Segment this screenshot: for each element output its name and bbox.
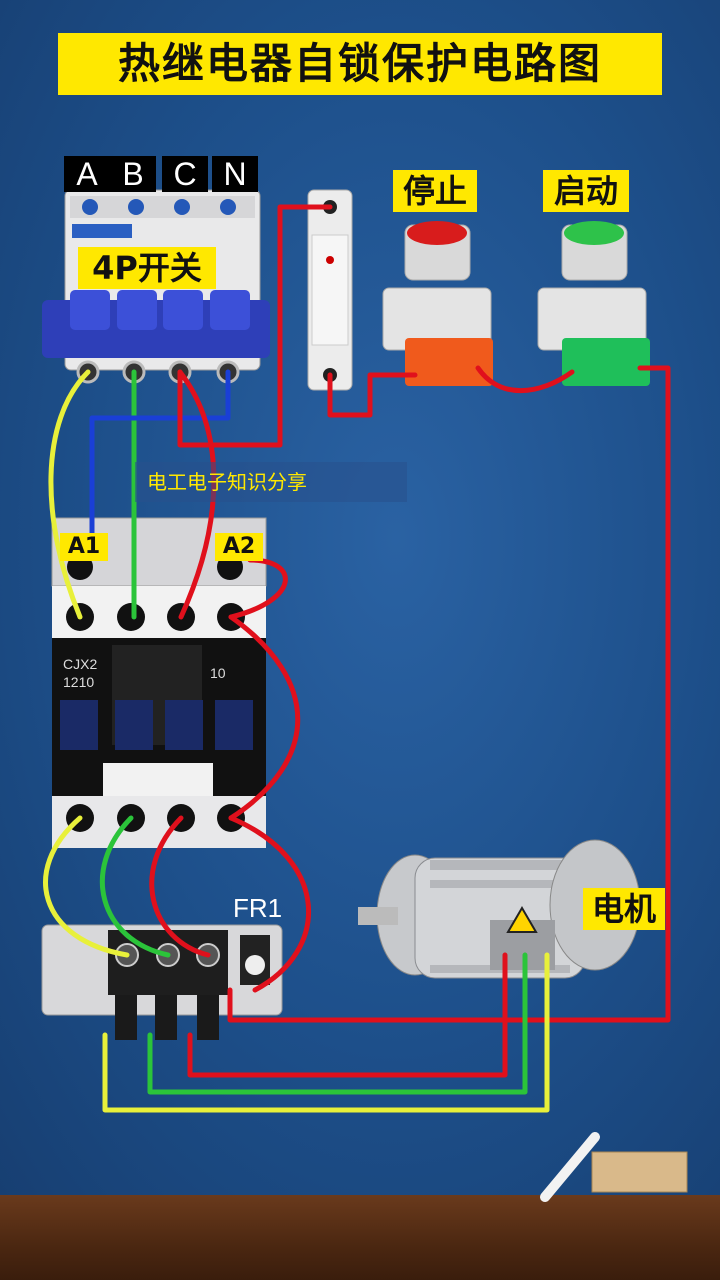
wire-n-blue [89, 369, 231, 548]
coil-a2-label: A2 [215, 533, 263, 561]
contactor-model-name: CJX2 [63, 656, 98, 672]
motor-wire-yellow [102, 952, 550, 1113]
aux-contact-label: 10 [210, 665, 226, 681]
thermal-relay-fr1 [41, 924, 283, 1040]
stop-button [382, 221, 493, 386]
phase-label-c: C [162, 156, 208, 192]
motor-wire-green [147, 952, 528, 1095]
phase-label-a: A [64, 156, 110, 192]
wire-a-yellow [48, 369, 91, 620]
wire-14-relay [228, 815, 312, 993]
motor-wire-red [187, 952, 508, 1078]
wire-a2-13 [228, 557, 288, 620]
wire-13-14 [228, 614, 301, 821]
motor-label: 电机 [583, 888, 665, 930]
watermark-text: 电工电子知识分享 [135, 462, 407, 502]
coil-a1-label: A1 [60, 533, 108, 561]
wire-start-relay [227, 365, 671, 1023]
contactor-model-code: 1210 [63, 674, 95, 690]
start-button [537, 221, 650, 386]
fuse-holder [307, 189, 353, 391]
stop-label: 停止 [393, 170, 477, 212]
desk-props [540, 1132, 688, 1202]
relay-label: FR1 [233, 893, 283, 923]
start-label: 启动 [543, 170, 629, 212]
breaker-label: 4P开关 [78, 247, 216, 289]
phase-label-b: B [110, 156, 156, 192]
contactor-model: CJX2 1210 [63, 655, 97, 691]
wire-t3 [149, 815, 211, 958]
phase-label-n: N [212, 156, 258, 192]
motor [358, 839, 641, 979]
wire-fuse-in [177, 204, 333, 448]
page-title: 热继电器自锁保护电路图 [58, 33, 662, 95]
wire-stop-start [475, 365, 575, 393]
wooden-desk [0, 1195, 720, 1280]
contactor-cjx2 [51, 517, 267, 848]
wire-fuse-stop [327, 372, 418, 418]
wire-t2 [99, 815, 171, 958]
wire-t1 [43, 815, 130, 958]
